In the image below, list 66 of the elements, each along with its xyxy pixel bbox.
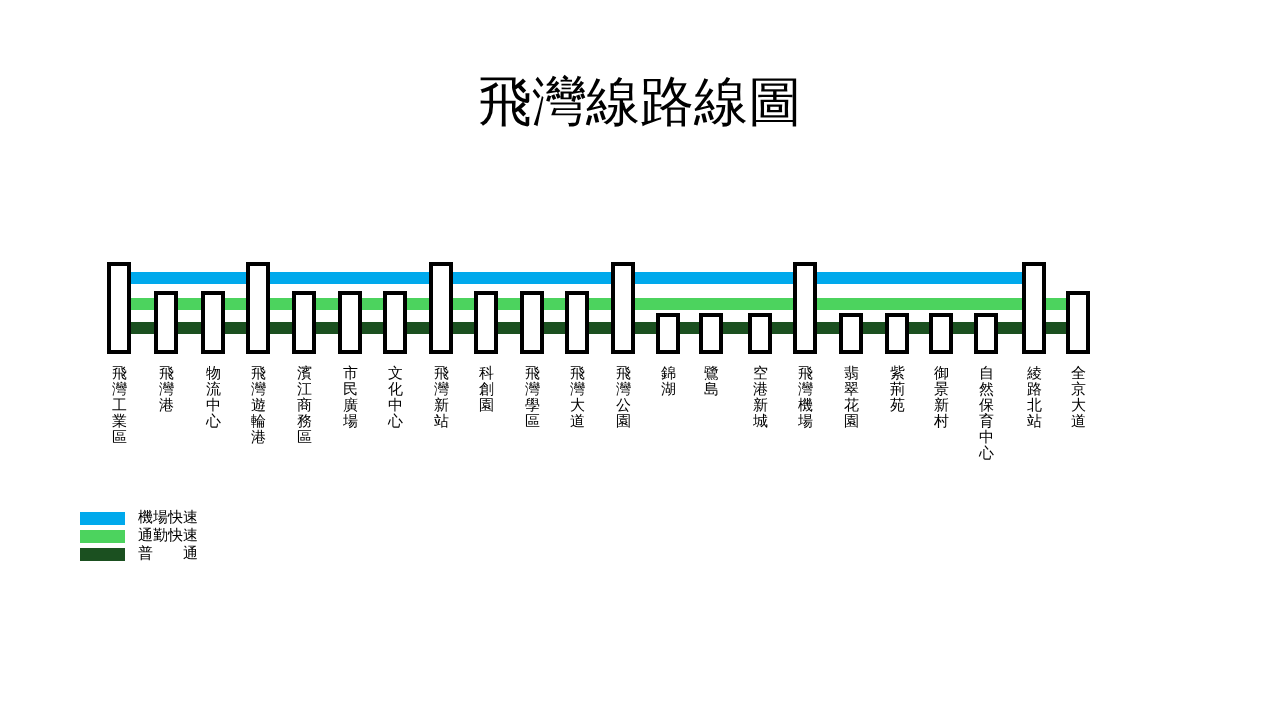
station-name: 飛灣公園 — [615, 366, 631, 430]
rail-line — [635, 272, 793, 284]
rail-line — [362, 322, 383, 334]
rail-line — [407, 322, 429, 334]
station-name: 錦湖 — [660, 366, 676, 398]
station-name: 濱江商務區 — [296, 366, 312, 446]
rail-line — [817, 272, 1022, 284]
rail-line — [362, 298, 383, 310]
rail-line — [131, 298, 154, 310]
rail-line — [635, 298, 793, 310]
station-name: 飛灣學區 — [524, 366, 540, 430]
legend-label: 普 通 — [138, 545, 198, 562]
rail-line — [453, 272, 611, 284]
station-name: 飛灣大道 — [569, 366, 585, 430]
station-name: 自然保育中心 — [978, 366, 994, 462]
rail-line — [772, 322, 793, 334]
rail-line — [680, 322, 699, 334]
rail-line — [817, 298, 1022, 310]
rail-line — [589, 322, 611, 334]
station-name: 全京大道 — [1070, 366, 1086, 430]
rail-line — [863, 322, 885, 334]
rail-line — [723, 322, 748, 334]
station-name: 綾路北站 — [1026, 366, 1042, 430]
rail-line — [270, 322, 292, 334]
rail-line — [998, 322, 1022, 334]
station-name: 飛灣工業區 — [111, 366, 127, 446]
rail-line — [131, 272, 246, 284]
station-name: 翡翠花園 — [843, 366, 859, 430]
station-name: 飛灣新站 — [433, 366, 449, 430]
legend-label: 機場快速 — [138, 509, 198, 526]
rail-line — [270, 298, 292, 310]
rail-line — [1046, 298, 1066, 310]
station-name: 文化中心 — [387, 366, 403, 430]
rail-line — [178, 298, 201, 310]
station-name: 科創園 — [478, 366, 494, 414]
station-name: 市民廣場 — [342, 366, 358, 430]
rail-line — [270, 272, 429, 284]
rail-line — [453, 298, 474, 310]
station-name: 飛灣港 — [158, 366, 174, 414]
rail-line — [316, 298, 338, 310]
rail-line — [407, 298, 429, 310]
rail-line — [635, 322, 656, 334]
station-name: 飛灣機場 — [797, 366, 813, 430]
rail-line — [909, 322, 929, 334]
rail-line — [453, 322, 474, 334]
rail-line — [544, 322, 565, 334]
station-name: 鷺島 — [703, 366, 719, 398]
rail-line — [589, 298, 611, 310]
rail-line — [498, 298, 520, 310]
station-name: 空港新城 — [752, 366, 768, 430]
rail-line — [1046, 322, 1066, 334]
rail-line — [131, 322, 154, 334]
rail-line — [817, 322, 839, 334]
diagram-title: 飛灣線路線圖 — [478, 70, 802, 134]
rail-line — [178, 322, 201, 334]
station-name: 紫荊苑 — [889, 366, 905, 414]
legend-label: 通勤快速 — [138, 527, 198, 544]
rail-line — [225, 298, 246, 310]
station-name: 物流中心 — [205, 366, 221, 430]
rail-line — [544, 298, 565, 310]
rail-line — [498, 322, 520, 334]
rail-line — [316, 322, 338, 334]
station-name: 御景新村 — [933, 366, 949, 430]
rail-line — [225, 322, 246, 334]
rail-line — [953, 322, 974, 334]
station-name: 飛灣遊輪港 — [250, 366, 266, 446]
